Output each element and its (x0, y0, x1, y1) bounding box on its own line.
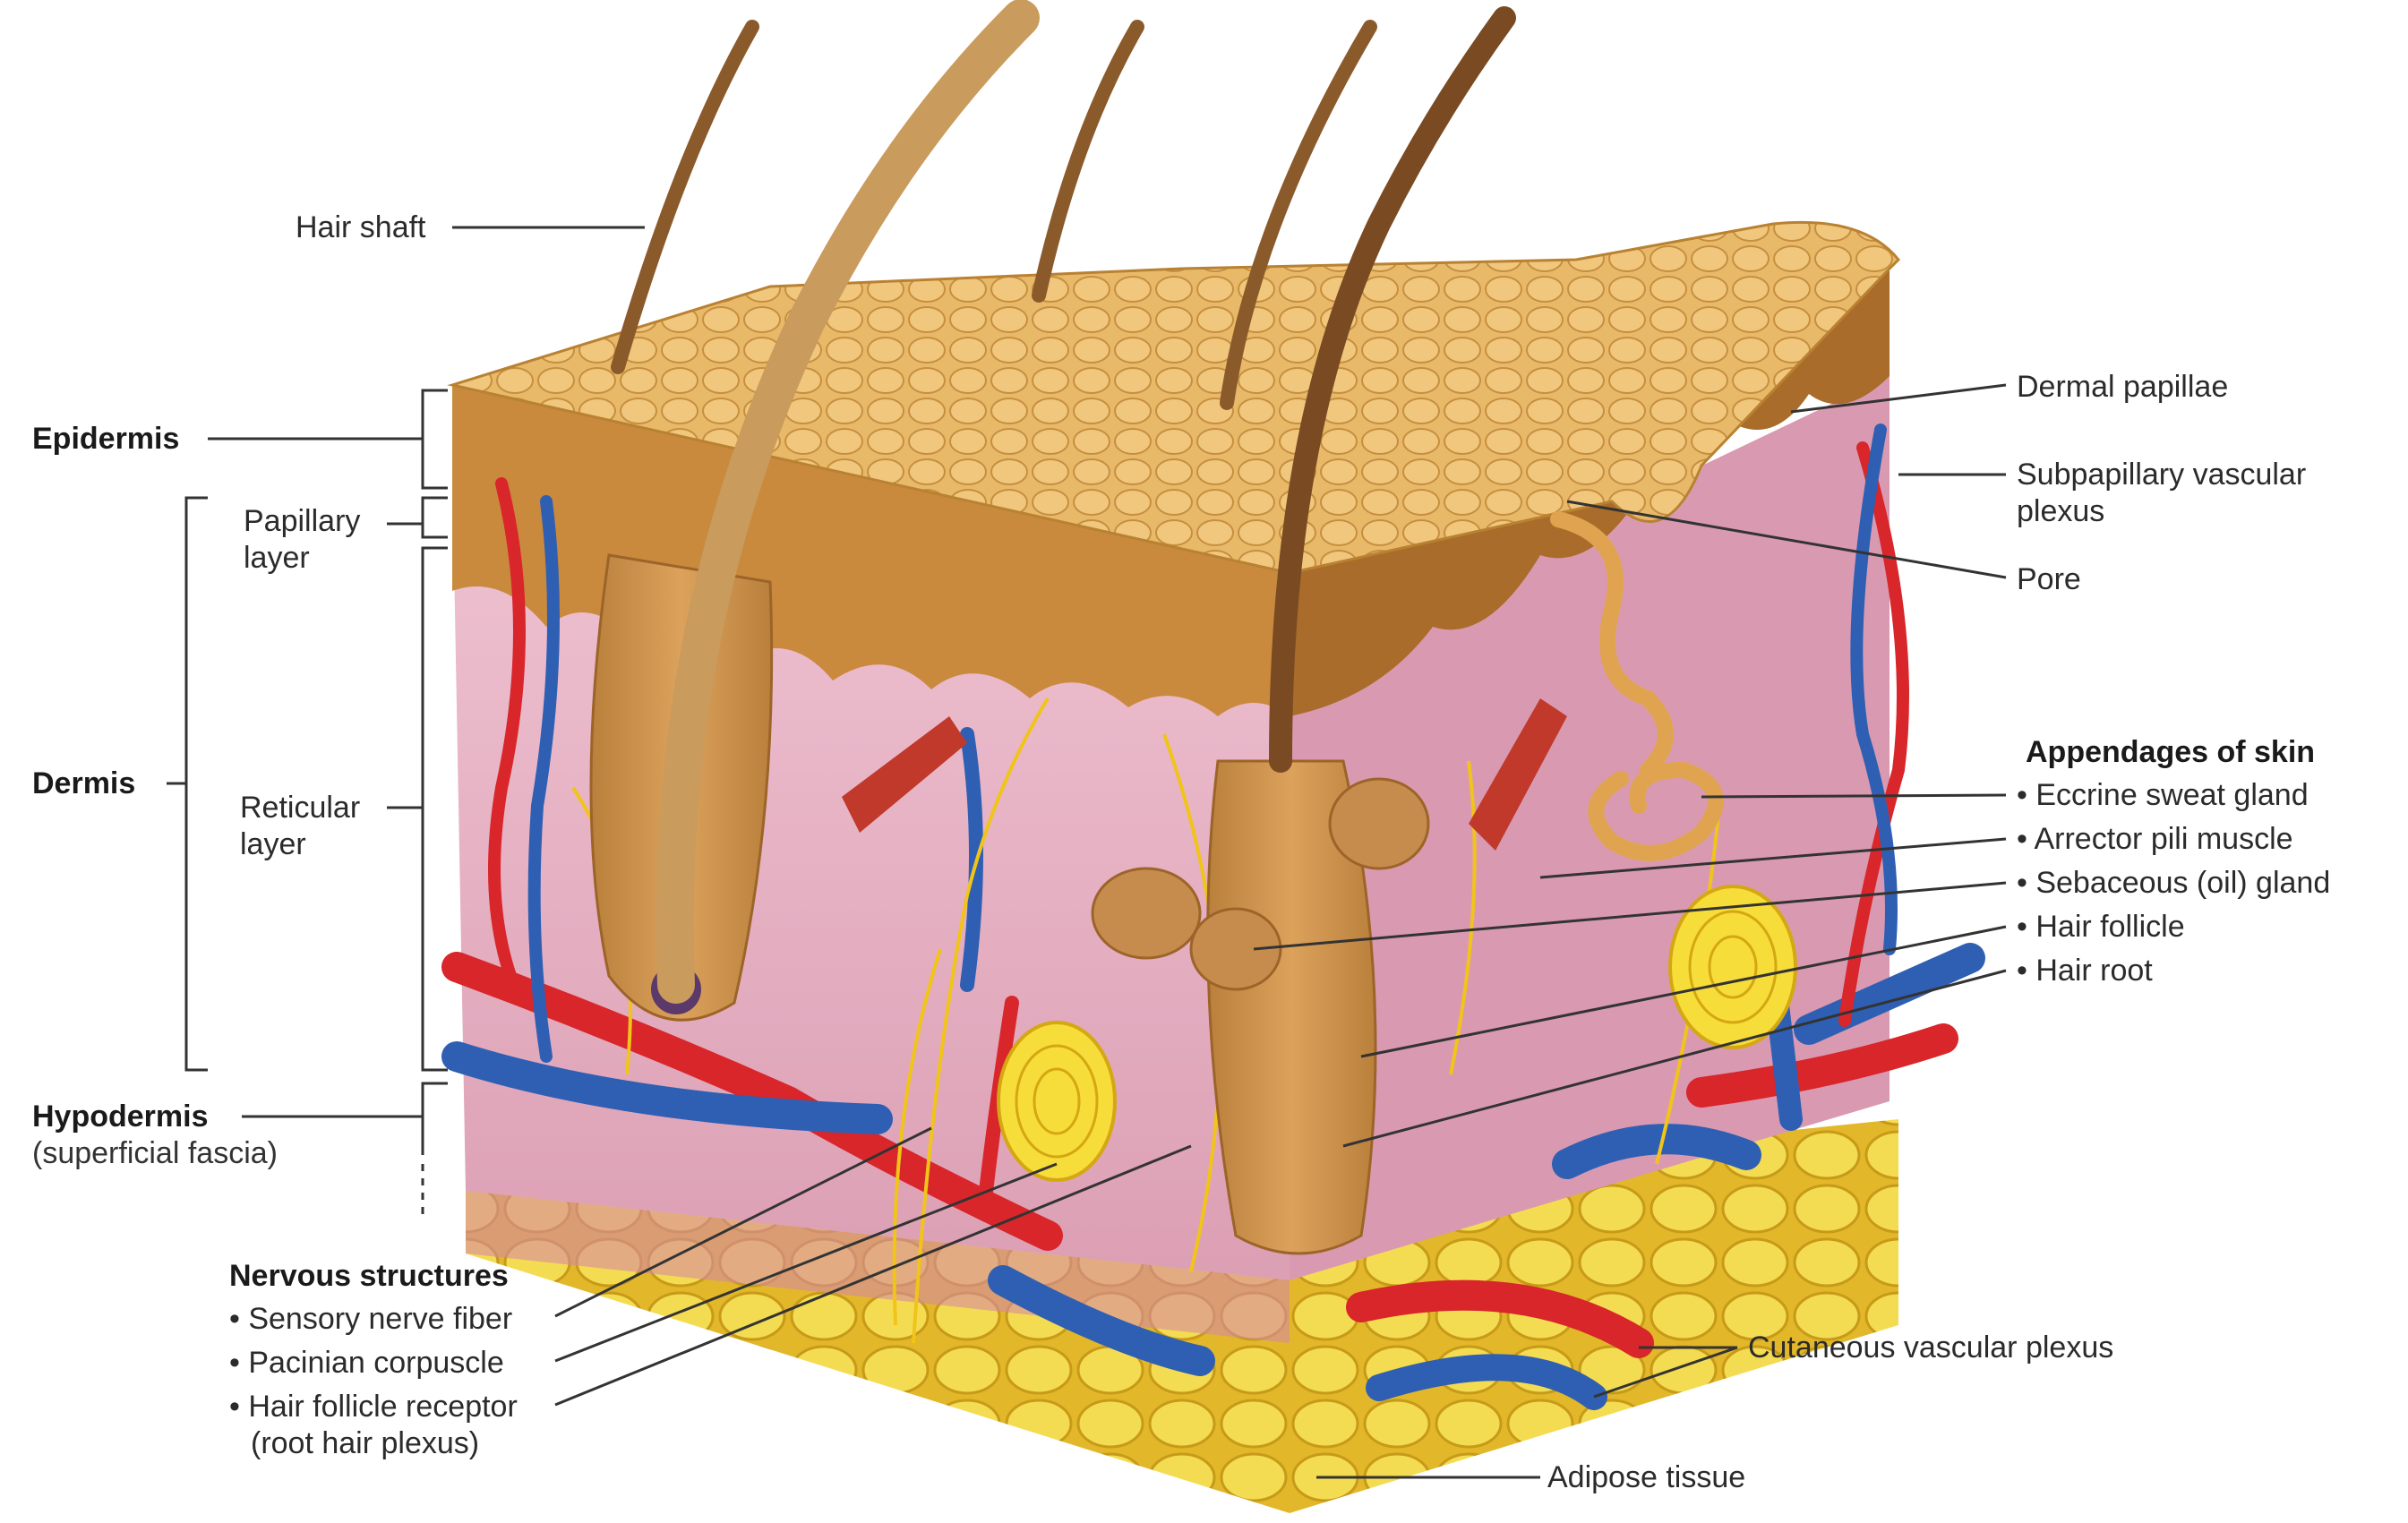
label-dermis: Dermis (32, 766, 135, 801)
heading-appendages: Appendages of skin (2026, 734, 2315, 770)
label-sensory-nerve-fiber: • Sensory nerve fiber (229, 1301, 512, 1337)
label-papillary-layer-line1: Papillary (244, 503, 360, 539)
label-reticular-layer-line1: Reticular (240, 790, 360, 826)
heading-nervous-structures: Nervous structures (229, 1258, 509, 1294)
label-subpapillary-line1: Subpapillary vascular (2017, 457, 2306, 492)
label-adipose-tissue: Adipose tissue (1547, 1459, 1745, 1495)
label-eccrine-sweat-gland: • Eccrine sweat gland (2017, 777, 2309, 813)
label-hair-shaft: Hair shaft (296, 210, 426, 245)
label-sebaceous-gland: • Sebaceous (oil) gland (2017, 865, 2330, 901)
label-pacinian-corpuscle: • Pacinian corpuscle (229, 1345, 504, 1381)
label-hair-follicle-receptor: • Hair follicle receptor (229, 1389, 518, 1425)
label-subpapillary-line2: plexus (2017, 493, 2104, 529)
label-hypodermis-sub: (superficial fascia) (32, 1135, 278, 1171)
label-epidermis: Epidermis (32, 421, 179, 457)
label-cutaneous-vascular-plexus: Cutaneous vascular plexus (1748, 1330, 2113, 1365)
label-hypodermis: Hypodermis (32, 1099, 209, 1134)
label-root-hair-plexus: (root hair plexus) (251, 1425, 479, 1461)
label-reticular-layer-line2: layer (240, 826, 306, 862)
label-dermal-papillae: Dermal papillae (2017, 369, 2228, 405)
label-arrector-pili-muscle: • Arrector pili muscle (2017, 821, 2293, 857)
label-papillary-layer-line2: layer (244, 540, 310, 576)
label-hair-root: • Hair root (2017, 953, 2153, 988)
label-hair-follicle: • Hair follicle (2017, 909, 2185, 945)
label-pore: Pore (2017, 561, 2081, 597)
